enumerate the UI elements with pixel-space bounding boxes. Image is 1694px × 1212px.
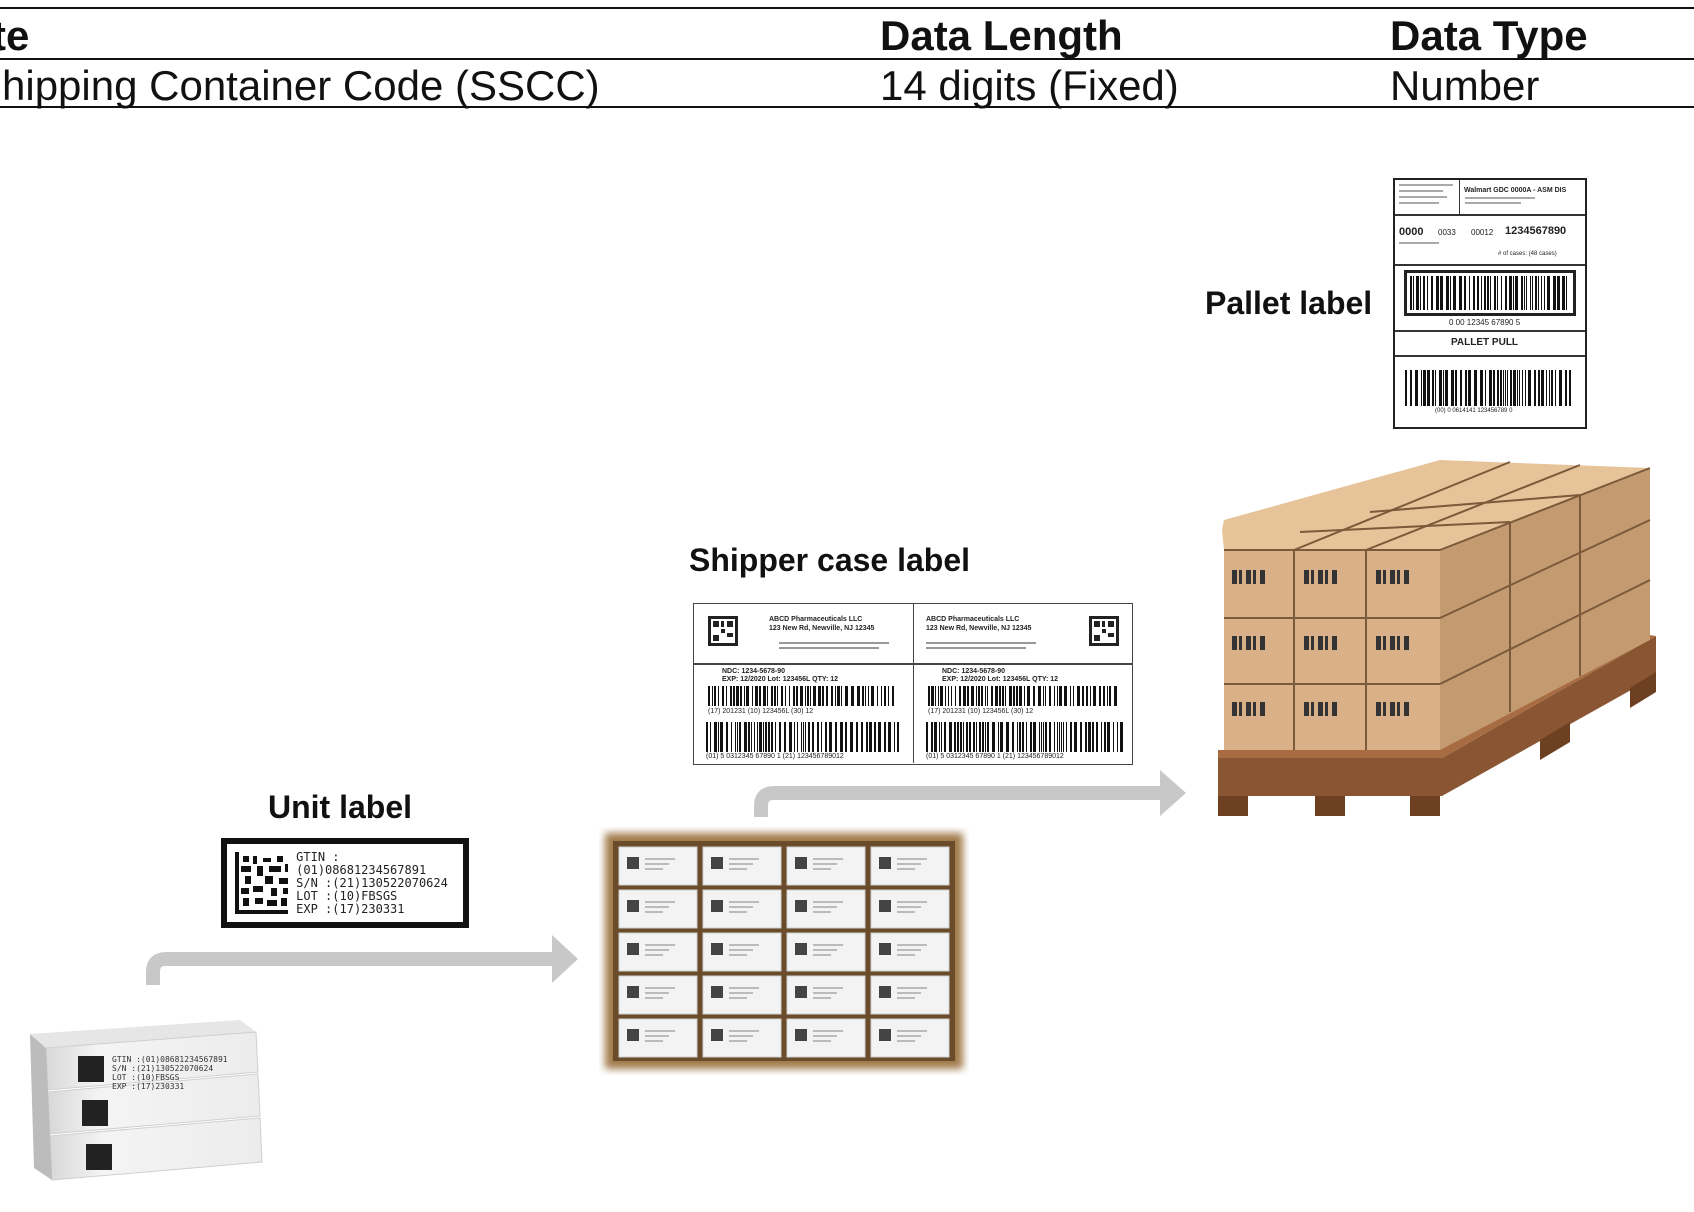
pallet-label-type: 0033 bbox=[1438, 228, 1456, 237]
caption-pallet-label: Pallet label bbox=[1205, 285, 1373, 321]
unit-box-in-case bbox=[702, 975, 782, 1015]
case-face-barcode bbox=[1376, 570, 1409, 584]
pallet-label-barcode-sscc bbox=[1405, 370, 1571, 406]
unit-box-stack bbox=[30, 1020, 263, 1181]
case-label-hri2-left: (01) 5 0312345 67890 1 (21) 123456789012 bbox=[706, 753, 844, 760]
case-face-barcode bbox=[1304, 570, 1337, 584]
unit-box-in-case bbox=[870, 975, 950, 1015]
unit-box-line-gtin: GTIN :(01)08681234567891 bbox=[112, 1055, 228, 1064]
arrow-case-to-pallet bbox=[754, 786, 1162, 817]
unit-box-stack-illustration: GTIN :(01)08681234567891 S/N :(21)130522… bbox=[30, 1020, 263, 1181]
case-label-exp-left: EXP: 12/2020 Lot: 123456L QTY: 12 bbox=[722, 676, 839, 683]
table-header-data-length: Data Length bbox=[880, 12, 1123, 59]
unit-label-line-sn: S/N :(21)130522070624 bbox=[296, 875, 448, 890]
unit-box-in-case bbox=[618, 846, 698, 886]
case-label-right: ABCD Pharmaceuticals LLC 123 New Rd, New… bbox=[914, 604, 1133, 763]
unit-box-line-lot: LOT :(10)FBSGS bbox=[112, 1073, 180, 1082]
caption-unit-label: Unit label bbox=[268, 789, 413, 825]
case-label-ndc-left: NDC: 1234-5678-90 bbox=[722, 668, 786, 675]
unit-box-in-case bbox=[870, 846, 950, 886]
case-face-barcode bbox=[1304, 636, 1337, 650]
open-case-illustration bbox=[605, 833, 963, 1069]
unit-label-line-gtin: GTIN :(01)08681234567891 bbox=[296, 849, 427, 877]
case-face-barcode bbox=[1232, 636, 1265, 650]
table-cell-data-length: 14 digits (Fixed) bbox=[880, 62, 1179, 109]
unit-box-grid bbox=[618, 846, 950, 1058]
table-top-rule bbox=[0, 7, 1694, 9]
unit-box-in-case bbox=[618, 932, 698, 972]
case-face-barcode bbox=[1232, 702, 1265, 716]
case-label-barcode-2-left bbox=[706, 722, 899, 752]
case-face-barcode bbox=[1232, 570, 1265, 584]
table-header-rule bbox=[0, 58, 1694, 60]
unit-box-in-case bbox=[870, 889, 950, 929]
case-face-barcode bbox=[1376, 636, 1409, 650]
unit-box-in-case bbox=[786, 1018, 866, 1058]
unit-box-in-case bbox=[786, 889, 866, 929]
unit-box-in-case bbox=[870, 1018, 950, 1058]
pallet-label-upc-hri: 0 00 12345 67890 5 bbox=[1449, 318, 1521, 327]
unit-box-in-case bbox=[786, 975, 866, 1015]
unit-box-in-case bbox=[702, 846, 782, 886]
unit-box-in-case bbox=[786, 932, 866, 972]
unit-label-line-lot: LOT :(10)FBSGS bbox=[296, 888, 398, 903]
pallet-label-cases: # of cases: (48 cases) bbox=[1498, 251, 1557, 257]
unit-label-sample: GTIN :(01)08681234567891 S/N :(21)130522… bbox=[221, 838, 469, 928]
table-header-attribute: te bbox=[0, 12, 30, 59]
caption-shipper-case-label: Shipper case label bbox=[689, 542, 971, 578]
case-label-qr-left-icon bbox=[708, 616, 738, 646]
datamatrix-code-icon bbox=[235, 852, 289, 914]
pallet-label-order: 1234567890 bbox=[1505, 225, 1567, 237]
unit-box-in-case bbox=[618, 975, 698, 1015]
case-label-hri1-right: (17) 201231 (10) 123456L (30) 12 bbox=[928, 708, 1034, 715]
arrow-unit-to-case-head bbox=[552, 935, 578, 983]
unit-box-in-case bbox=[618, 1018, 698, 1058]
case-label-hri1-left: (17) 201231 (10) 123456L (30) 12 bbox=[708, 708, 814, 715]
pallet-label-store: 0000 bbox=[1399, 226, 1424, 238]
unit-box-in-case bbox=[618, 889, 698, 929]
pallet-label-barcode-upc bbox=[1410, 276, 1567, 310]
pallet-label-sscc-hri: (00) 0 0614141 123456789 0 bbox=[1435, 408, 1513, 414]
case-label-barcode-1-right bbox=[928, 686, 1117, 706]
case-face-barcode bbox=[1376, 702, 1409, 716]
arrow-case-to-pallet-head bbox=[1160, 770, 1186, 816]
shipper-case-label-sample: ABCD Pharmaceuticals LLC 123 New Rd, New… bbox=[693, 603, 1133, 765]
case-label-barcode-1-left bbox=[708, 686, 894, 706]
unit-label-line-exp: EXP :(17)230331 bbox=[296, 901, 405, 916]
pallet-label-pull: PALLET PULL bbox=[1451, 337, 1519, 348]
case-label-address-right: 123 New Rd, Newville, NJ 12345 bbox=[926, 625, 1032, 632]
case-label-exp-right: EXP: 12/2020 Lot: 123456L QTY: 12 bbox=[942, 676, 1059, 683]
case-label-qr-right-icon bbox=[1089, 616, 1119, 646]
case-label-company-right: ABCD Pharmaceuticals LLC bbox=[926, 616, 1020, 623]
case-label-hri2-right: (01) 5 0312345 67890 1 (21) 123456789012 bbox=[926, 753, 1064, 760]
pallet-label-ship-to: Walmart GDC 0000A - ASM DIS bbox=[1464, 187, 1567, 194]
unit-box-in-case bbox=[786, 846, 866, 886]
unit-box-in-case bbox=[702, 889, 782, 929]
pallet-with-cases-illustration bbox=[1218, 460, 1656, 816]
table-cell-attribute: Shipping Container Code (SSCC) bbox=[0, 62, 600, 109]
pallet-label-dept: 00012 bbox=[1471, 228, 1494, 237]
unit-box-in-case bbox=[702, 932, 782, 972]
case-label-address-left: 123 New Rd, Newville, NJ 12345 bbox=[769, 625, 875, 632]
case-barcode-marks bbox=[1232, 570, 1409, 716]
unit-box-line-sn: S/N :(21)130522070624 bbox=[112, 1064, 213, 1073]
unit-box-in-case bbox=[870, 932, 950, 972]
unit-box-in-case bbox=[702, 1018, 782, 1058]
pallet-label-sample: Walmart GDC 0000A - ASM DIS 0000 0033 00… bbox=[1393, 178, 1587, 429]
unit-box-line-exp: EXP :(17)230331 bbox=[112, 1082, 184, 1091]
case-label-left: ABCD Pharmaceuticals LLC 123 New Rd, New… bbox=[694, 604, 914, 763]
case-face-barcode bbox=[1304, 702, 1337, 716]
table-cell-data-type: Number bbox=[1390, 62, 1540, 109]
table-header-data-type: Data Type bbox=[1390, 12, 1588, 59]
arrow-unit-to-case bbox=[146, 952, 555, 985]
case-label-ndc-right: NDC: 1234-5678-90 bbox=[942, 668, 1006, 675]
table-bottom-rule bbox=[0, 106, 1694, 108]
case-label-company-left: ABCD Pharmaceuticals LLC bbox=[769, 616, 863, 623]
pallet-case-stack bbox=[1222, 460, 1651, 750]
case-label-barcode-2-right bbox=[926, 722, 1123, 752]
